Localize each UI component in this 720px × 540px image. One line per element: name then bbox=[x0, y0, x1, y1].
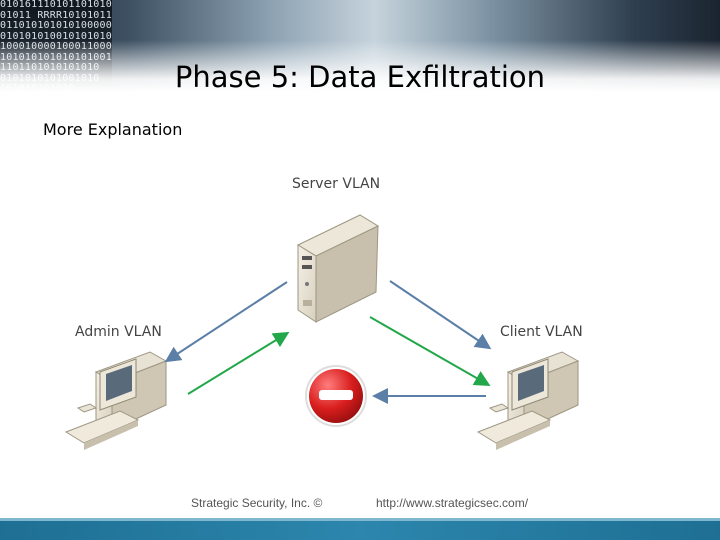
workstation-icon bbox=[476, 351, 580, 450]
header-banner: 0101611101011010101 01011 RRRR10101011 0… bbox=[0, 0, 720, 92]
company-footer-text: Strategic Security, Inc. © bbox=[191, 496, 323, 510]
server-vlan-label: Server VLAN bbox=[292, 176, 381, 192]
slide-title: Phase 5: Data Exfiltration bbox=[174, 60, 546, 94]
admin-vlan-label: Admin VLAN bbox=[75, 324, 162, 340]
blue-arrow-server-to-admin bbox=[164, 281, 288, 363]
slide-subtitle: More Explanation bbox=[43, 120, 183, 139]
banner-fade bbox=[0, 40, 720, 92]
client-vlan-label: Client VLAN bbox=[500, 324, 583, 340]
url-footer-text: http://www.strategicsec.com/ bbox=[376, 496, 529, 510]
green-arrow-server-to-client bbox=[369, 316, 491, 386]
no-entry-icon bbox=[305, 365, 367, 427]
green-arrow-admin-to-server bbox=[187, 331, 290, 395]
server-icon bbox=[296, 214, 380, 323]
blue-arrow-server-to-client bbox=[389, 280, 492, 350]
workstation-icon bbox=[64, 351, 168, 450]
bottom-accent-bar bbox=[0, 518, 720, 540]
